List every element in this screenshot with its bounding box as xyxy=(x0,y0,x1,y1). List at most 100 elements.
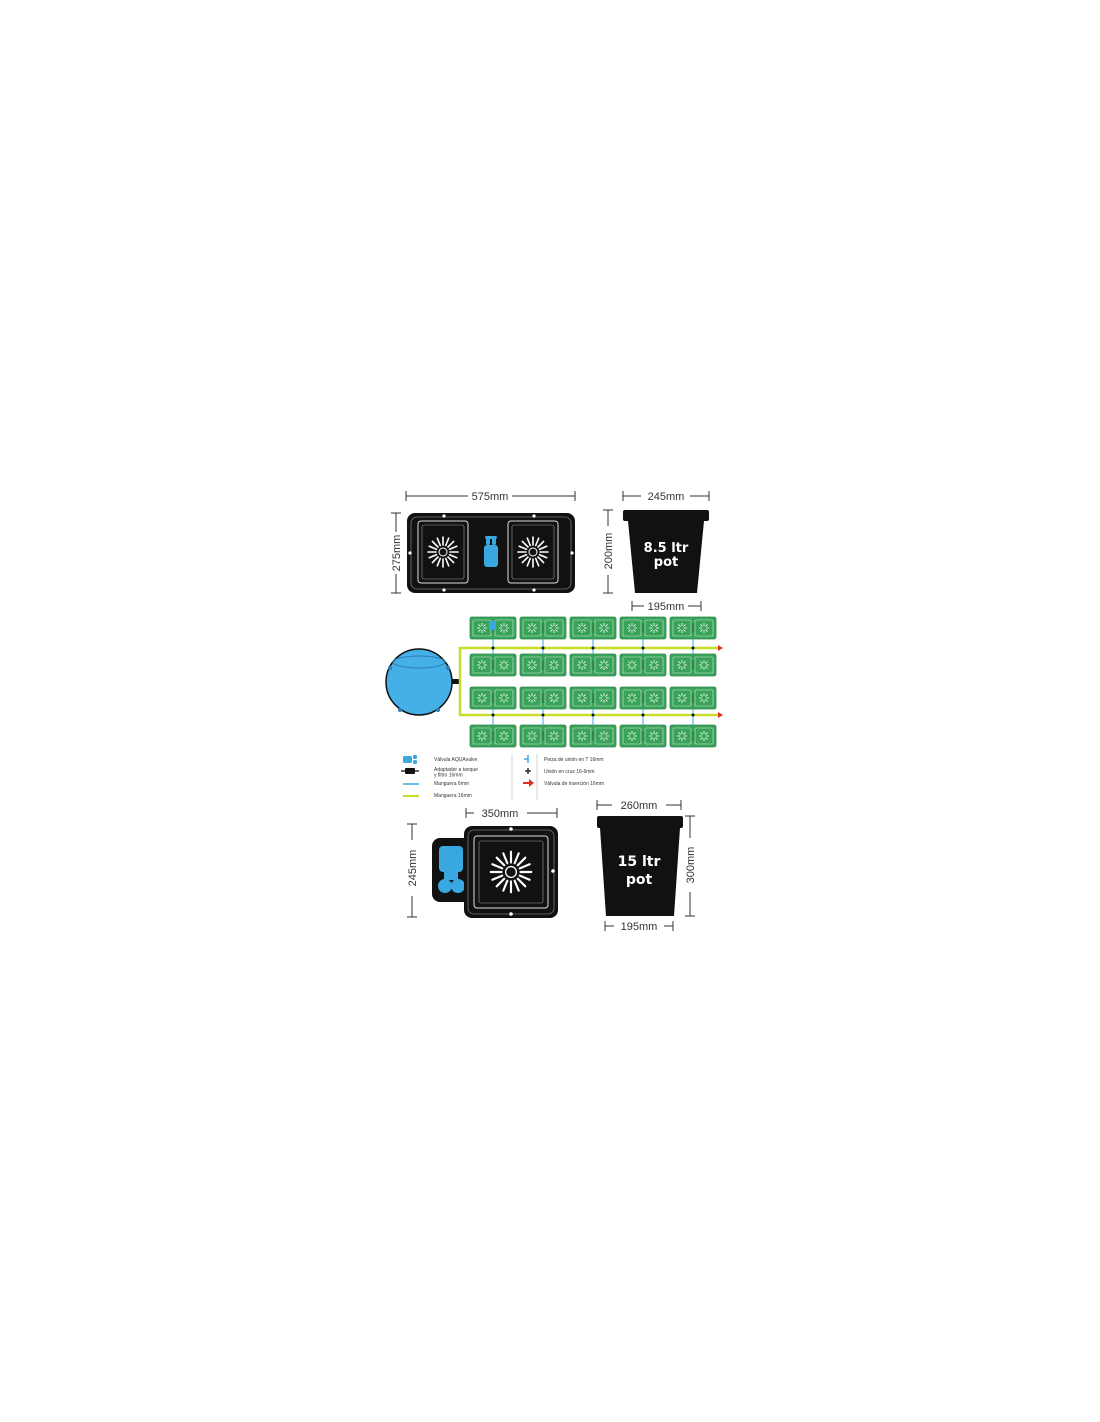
aquavalve-icon xyxy=(484,536,498,567)
pot-large-group: 260mm 15 ltr pot 300mm 195mm xyxy=(596,800,697,933)
mini-star-icon xyxy=(627,731,637,741)
tray-pair-icon xyxy=(669,686,717,710)
pot-small-base-label: 195mm xyxy=(648,601,685,613)
aquavalve-icon xyxy=(438,846,465,893)
mini-star-icon xyxy=(527,693,537,703)
tray-pair-icon xyxy=(469,653,517,677)
double-tray-width-label: 575mm xyxy=(472,491,509,503)
mini-star-icon xyxy=(499,693,509,703)
mini-star-icon xyxy=(549,731,559,741)
drain-star-icon xyxy=(489,850,533,894)
tray-pair-icon xyxy=(569,686,617,710)
cross-joint-icon xyxy=(641,713,645,717)
tray-pair-icon xyxy=(569,616,617,640)
mini-star-icon xyxy=(699,731,709,741)
cross-joint-icon xyxy=(491,713,495,717)
mini-star-icon xyxy=(577,731,587,741)
drain-star-icon xyxy=(517,536,549,568)
tray-pair-icon xyxy=(519,724,567,748)
aquavalve-icon xyxy=(489,621,496,630)
cross-joint-icon xyxy=(591,713,595,717)
mini-star-icon xyxy=(649,623,659,633)
mini-star-icon xyxy=(599,660,609,670)
water-tank-icon xyxy=(385,648,453,716)
insertion-valve-icon xyxy=(718,645,723,651)
tray-pair-icon xyxy=(619,686,667,710)
tray-pair-icon xyxy=(669,653,717,677)
tray-pair-icon xyxy=(619,616,667,640)
legend-tee-piece-text: Pieza de unión en T 16mm xyxy=(544,757,604,763)
single-tray-body xyxy=(464,826,558,918)
pot-large-top-label: 260mm xyxy=(621,800,658,812)
tray-pair-icon xyxy=(519,686,567,710)
legend-insertion-valve-text: Válvula de inserción 16mm xyxy=(544,781,604,787)
insertion-valve-icon xyxy=(523,779,534,787)
mini-star-icon xyxy=(527,660,537,670)
mini-star-icon xyxy=(677,623,687,633)
single-tray-group: 350mm 245mm xyxy=(407,808,558,918)
pot-small-height-label: 200mm xyxy=(603,533,615,570)
mini-star-icon xyxy=(499,623,509,633)
cross-joint-icon xyxy=(641,646,645,650)
pot-large-label-line1: 15 ltr xyxy=(618,854,661,870)
tank-adapter-icon xyxy=(401,768,419,774)
legend: Válvula AQUAvalve Adaptador a tanque y f… xyxy=(401,754,604,800)
mini-star-icon xyxy=(599,731,609,741)
double-tray-group: 575mm 275mm xyxy=(391,491,576,594)
single-tray-width-label: 350mm xyxy=(482,808,519,820)
pot-large-shape xyxy=(597,816,683,916)
aquavalve-icon xyxy=(403,755,417,764)
mini-star-icon xyxy=(477,623,487,633)
mini-star-icon xyxy=(577,623,587,633)
mini-star-icon xyxy=(477,693,487,703)
mini-star-icon xyxy=(627,623,637,633)
legend-tank-adapter-text: Adaptador a tanque y filtro 16mm xyxy=(434,767,479,779)
mini-star-icon xyxy=(527,731,537,741)
pot-large-base-label: 195mm xyxy=(621,921,658,933)
mini-star-icon xyxy=(649,660,659,670)
legend-aquavalve-text: Válvula AQUAvalve xyxy=(434,757,477,763)
cross-joint-icon xyxy=(541,646,545,650)
mini-star-icon xyxy=(649,693,659,703)
mini-star-icon xyxy=(549,693,559,703)
insertion-valve-icon xyxy=(718,712,723,718)
mini-star-icon xyxy=(699,623,709,633)
tray-pair-icon xyxy=(469,724,517,748)
legend-hose-16mm-text: Manguera 16mm xyxy=(434,793,472,799)
legend-cross-joint-text: Unión en cruz 16-6mm xyxy=(544,769,595,775)
mini-star-icon xyxy=(499,731,509,741)
mini-star-icon xyxy=(677,693,687,703)
mini-star-icon xyxy=(699,660,709,670)
pot-small-label-line1: 8.5 ltr xyxy=(644,541,689,556)
mini-star-icon xyxy=(599,693,609,703)
pot-large-label-line2: pot xyxy=(626,872,653,888)
cross-joint-icon xyxy=(491,646,495,650)
tray-pair-icon xyxy=(519,616,567,640)
pot-small-group: 245mm 200mm 8.5 ltr pot 195mm xyxy=(603,491,710,613)
cross-joint-icon xyxy=(691,713,695,717)
hose-16mm-main xyxy=(458,646,718,717)
mini-star-icon xyxy=(477,660,487,670)
mini-star-icon xyxy=(477,731,487,741)
legend-hose-6mm-text: Manguera 6mm xyxy=(434,781,469,787)
tray-pair-icon xyxy=(669,616,717,640)
mini-star-icon xyxy=(627,660,637,670)
tray-pair-icon xyxy=(519,653,567,677)
tray-pair-icon xyxy=(469,686,517,710)
mini-star-icon xyxy=(699,693,709,703)
cross-joint-icon xyxy=(591,646,595,650)
pot-large-height-label: 300mm xyxy=(685,847,697,884)
cross-joint-icon xyxy=(541,713,545,717)
mini-star-icon xyxy=(677,660,687,670)
mini-star-icon xyxy=(599,623,609,633)
tray-pair-icon xyxy=(569,653,617,677)
single-tray-height-label: 245mm xyxy=(407,850,419,887)
pot-small-top-label: 245mm xyxy=(648,491,685,503)
tee-piece-icon xyxy=(524,755,529,763)
tray-pair-icon xyxy=(619,653,667,677)
mini-star-icon xyxy=(499,660,509,670)
pot-small-shape xyxy=(623,510,709,593)
drain-star-icon xyxy=(427,536,459,568)
mini-star-icon xyxy=(677,731,687,741)
